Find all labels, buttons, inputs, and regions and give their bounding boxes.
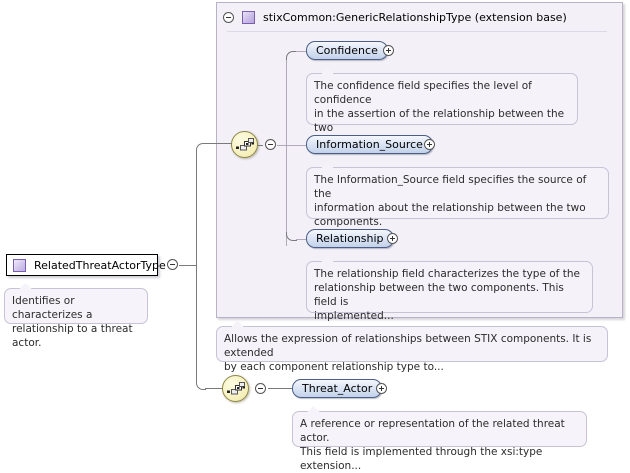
documentation-relationship-text: The relationship field characterizes the…	[314, 268, 580, 322]
bubble-pointer	[307, 406, 320, 412]
header-divider	[227, 31, 607, 32]
connector-root-stub	[179, 265, 196, 266]
element-confidence[interactable]: Confidence	[306, 41, 388, 60]
connector-to-confidence	[296, 51, 306, 52]
documentation-information-source: The Information_Source field specifies t…	[306, 162, 609, 228]
minus-icon-sequence-extension[interactable]	[265, 139, 276, 150]
extension-base-header: stixCommon:GenericRelationshipType (exte…	[217, 3, 622, 31]
bubble-pointer	[19, 283, 32, 289]
documentation-information-source-text: The Information_Source field specifies t…	[314, 174, 587, 228]
documentation-threat-actor: A reference or representation of the rel…	[292, 406, 587, 472]
sequence-icon-own[interactable]	[222, 375, 249, 402]
connector-to-own-sequence	[205, 388, 223, 389]
schema-diagram-canvas: stixCommon:GenericRelationshipType (exte…	[4, 2, 623, 472]
connector-toggle-to-branch	[277, 145, 286, 146]
complex-type-icon-root	[13, 258, 26, 272]
documentation-root-text: Identifies or characterizes a relationsh…	[12, 295, 133, 349]
plus-icon-information-source[interactable]	[424, 139, 435, 150]
documentation-extension-base-text: Allows the expression of relationships b…	[224, 333, 592, 373]
sequence-glyph	[227, 382, 245, 395]
element-information-source[interactable]: Information_Source	[306, 135, 433, 154]
sequence-glyph	[236, 138, 254, 151]
documentation-relationship: The relationship field characterizes the…	[306, 256, 593, 322]
connector-to-threat-actor	[268, 388, 292, 389]
element-relationship[interactable]: Relationship	[306, 229, 394, 248]
connector-to-information-source	[286, 145, 306, 146]
connector-to-relationship	[296, 239, 306, 240]
minus-icon-root[interactable]	[167, 259, 178, 270]
connector-corner-confidence	[286, 51, 297, 60]
plus-icon-relationship[interactable]	[387, 233, 398, 244]
root-type-label: RelatedThreatActorType	[34, 258, 166, 272]
extension-base-title: stixCommon:GenericRelationshipType (exte…	[263, 10, 567, 24]
bubble-pointer	[231, 321, 244, 327]
documentation-root: Identifies or characterizes a relationsh…	[4, 283, 148, 349]
complex-type-icon-extension-panel	[242, 10, 255, 24]
connector-root-spine	[196, 150, 197, 382]
connector-corner-down	[196, 381, 206, 390]
element-threat-actor[interactable]: Threat_Actor	[292, 379, 383, 398]
documentation-confidence: The confidence field specifies the level…	[306, 68, 578, 148]
sequence-icon-extension[interactable]	[231, 131, 258, 158]
plus-icon-threat-actor[interactable]	[376, 383, 387, 394]
plus-icon-confidence[interactable]	[383, 45, 394, 56]
connector-corner-up	[196, 143, 206, 152]
documentation-extension-base: Allows the expression of relationships b…	[216, 321, 608, 373]
root-type-box[interactable]: RelatedThreatActorType	[6, 254, 166, 276]
minus-icon-sequence-own[interactable]	[255, 383, 266, 394]
connector-seq-to-toggle	[255, 145, 263, 146]
documentation-threat-actor-text: A reference or representation of the rel…	[300, 418, 565, 472]
connector-corner-relationship	[286, 232, 297, 241]
connector-to-extension-sequence	[205, 143, 232, 144]
connector-branch-spine	[286, 58, 287, 246]
minus-icon-extension-panel[interactable]	[223, 11, 234, 23]
